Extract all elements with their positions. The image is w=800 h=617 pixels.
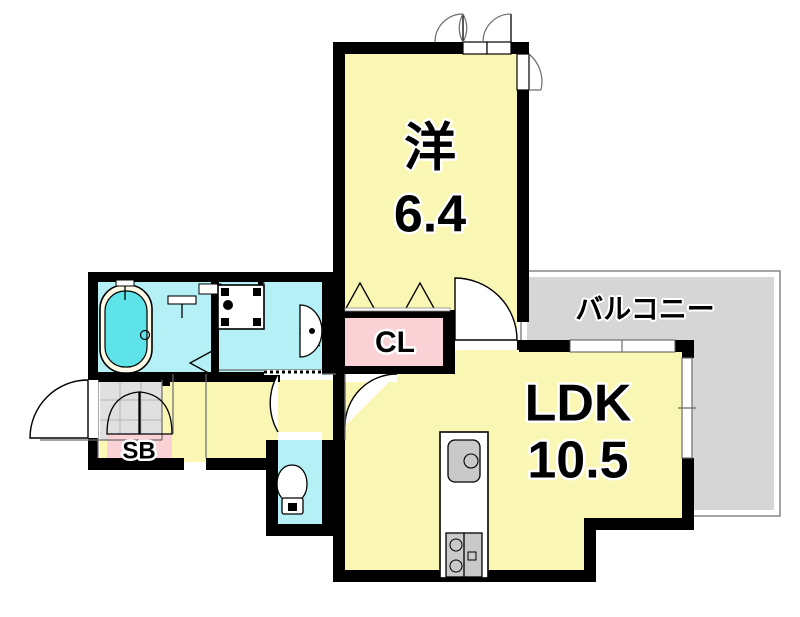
wall-bedroom-right-mid xyxy=(517,90,529,280)
fixtures-layer xyxy=(99,279,489,579)
ldk-floor xyxy=(345,352,692,578)
wall-closet-right xyxy=(443,310,455,372)
wall-bath-top xyxy=(88,272,333,282)
wall-washroom-right xyxy=(322,282,333,374)
hall-door-icon xyxy=(344,373,398,427)
ldk-area-label: 10.5 xyxy=(527,432,628,490)
wall-bedroom-top xyxy=(333,42,463,54)
ldk-right-window-icon xyxy=(678,357,696,459)
wall-washroom-bottom xyxy=(198,372,280,382)
wall-bedroom-left xyxy=(333,42,345,382)
entry-tile-floor xyxy=(100,380,162,440)
toilet-fixture-icon xyxy=(276,464,308,515)
bathtub-icon xyxy=(99,284,153,374)
wall-hall-bottom-mid xyxy=(206,458,278,470)
wall-bath-bottom-left xyxy=(88,372,198,382)
bedroom-area-label: 6.4 xyxy=(394,186,466,244)
entrance-door-icon xyxy=(29,379,98,439)
wall-ldk-right-upper xyxy=(682,340,694,358)
wall-ldk-step-vertical xyxy=(584,518,596,582)
shoebox-doors-icon xyxy=(106,391,173,435)
wall-closet-top xyxy=(345,310,450,318)
room-labels: 洋 6.4 LDK 10.5 バルコニー CL SB xyxy=(120,117,717,492)
wall-toilet-bottom xyxy=(266,524,333,536)
wall-bedroom-right-lower xyxy=(517,280,529,322)
wall-bath-divider xyxy=(211,282,219,374)
lavatory-basin-icon xyxy=(299,304,323,358)
wall-bath-left xyxy=(88,272,98,380)
bedroom-to-hall-door-icon xyxy=(454,277,518,350)
window-arc-left xyxy=(434,13,464,43)
wall-toilet-left xyxy=(266,440,278,536)
closet-floor xyxy=(345,317,450,369)
wall-ldk-top-left xyxy=(333,374,345,578)
wall-ldk-right-lower xyxy=(682,458,694,528)
entry-tile-grid xyxy=(100,380,162,440)
bedroom-window-top-right-icon xyxy=(486,14,512,55)
closet-folding-doors-icon xyxy=(344,281,451,312)
shoebox-label: SB xyxy=(122,437,155,464)
wall-hall-entry-right xyxy=(162,374,170,386)
closet-label: CL xyxy=(375,326,415,359)
wall-ldk-step-horizontal xyxy=(588,518,694,530)
washroom-sliding-door-icon xyxy=(264,370,322,375)
balcony-label: バルコニー xyxy=(575,293,714,324)
balcony-sliding-door-icon xyxy=(569,339,676,353)
ldk-name-label: LDK xyxy=(525,375,632,433)
bath-faucet-icon xyxy=(115,279,135,300)
bedroom-window-top-left-icon xyxy=(458,13,488,55)
kitchen-counter-icon xyxy=(439,431,489,579)
window-arc-right xyxy=(482,13,512,43)
washing-machine-space-icon xyxy=(217,284,265,330)
wall-hall-bottom-left xyxy=(88,458,184,470)
bedroom-name-label: 洋 xyxy=(404,120,456,178)
wall-toilet-right xyxy=(322,440,333,536)
wall-closet-bottom xyxy=(345,366,455,374)
bedroom-side-door-icon xyxy=(516,53,543,91)
bath-door-icon xyxy=(188,349,215,377)
